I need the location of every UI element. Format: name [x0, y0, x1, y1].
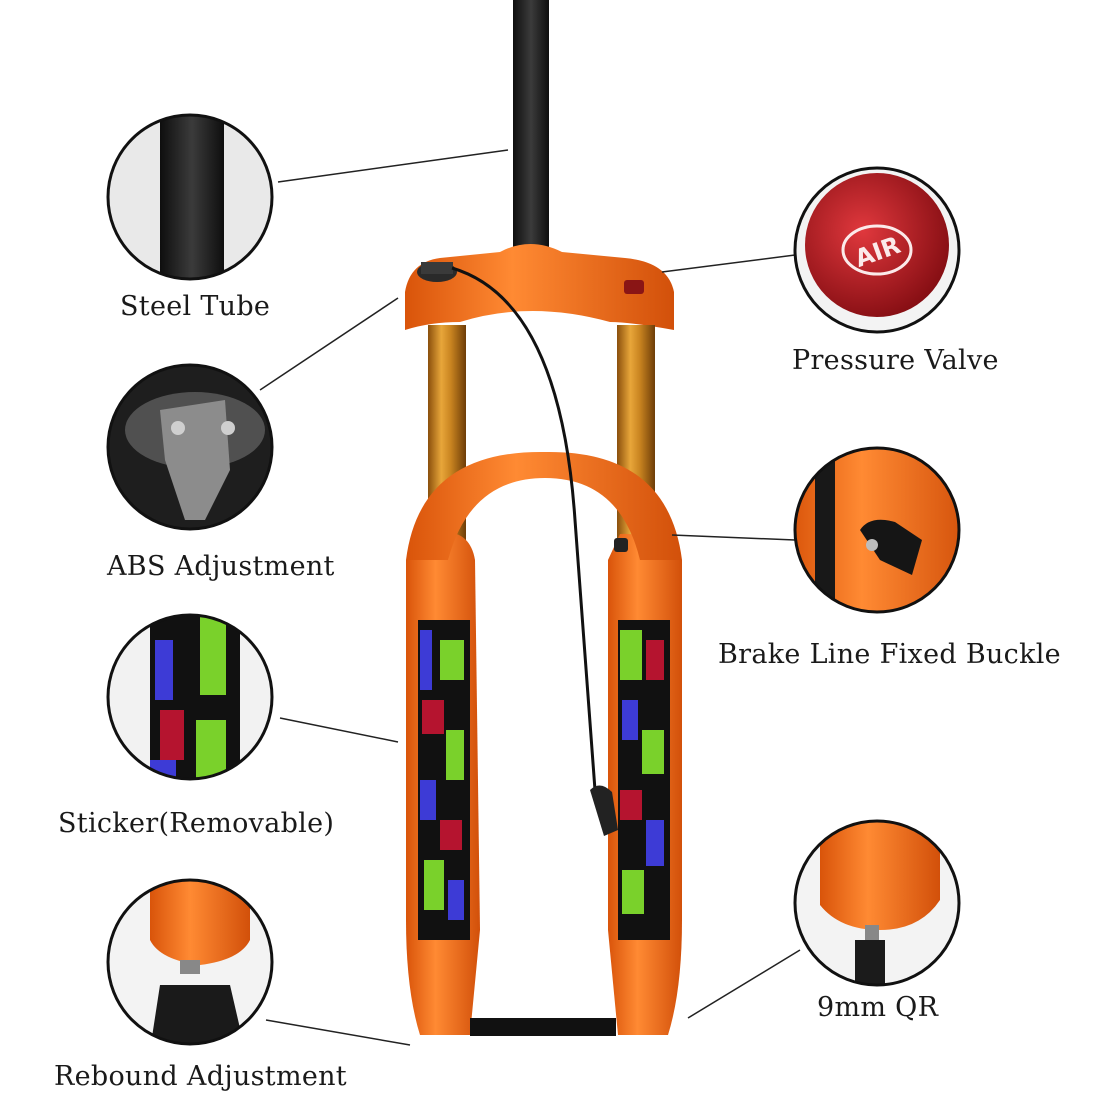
- detail-brake-line-buckle: [793, 446, 961, 614]
- fork-crown: [405, 244, 674, 330]
- detail-pressure-valve: AIR: [793, 166, 961, 334]
- label-steel-tube: Steel Tube: [120, 291, 271, 322]
- fork-arch: [406, 451, 682, 560]
- axle-bar: [470, 1018, 616, 1036]
- callout-lines: [259, 149, 801, 1046]
- detail-steel-tube: [106, 113, 274, 281]
- label-sticker: Sticker(Removable): [58, 808, 335, 839]
- steerer-tube: [513, 0, 549, 250]
- sticker-graphic: [418, 620, 670, 940]
- air-valve-cap: [624, 280, 644, 294]
- detail-rebound-adjustment: [106, 878, 274, 1046]
- suspension-fork: [405, 0, 682, 1036]
- lockout-cable: [451, 266, 597, 791]
- label-brake-line-buckle: Brake Line Fixed Buckle: [718, 639, 1061, 670]
- detail-9mm-qr: [793, 819, 961, 987]
- label-9mm-qr: 9mm QR: [817, 992, 939, 1023]
- label-pressure-valve: Pressure Valve: [792, 345, 999, 376]
- remote-lever: [590, 785, 618, 836]
- label-rebound-adjustment: Rebound Adjustment: [54, 1061, 347, 1092]
- detail-sticker: [106, 613, 274, 781]
- detail-abs-adjustment: [106, 363, 274, 531]
- brake-line-buckle: [614, 538, 628, 552]
- label-abs-adjustment: ABS Adjustment: [107, 551, 335, 582]
